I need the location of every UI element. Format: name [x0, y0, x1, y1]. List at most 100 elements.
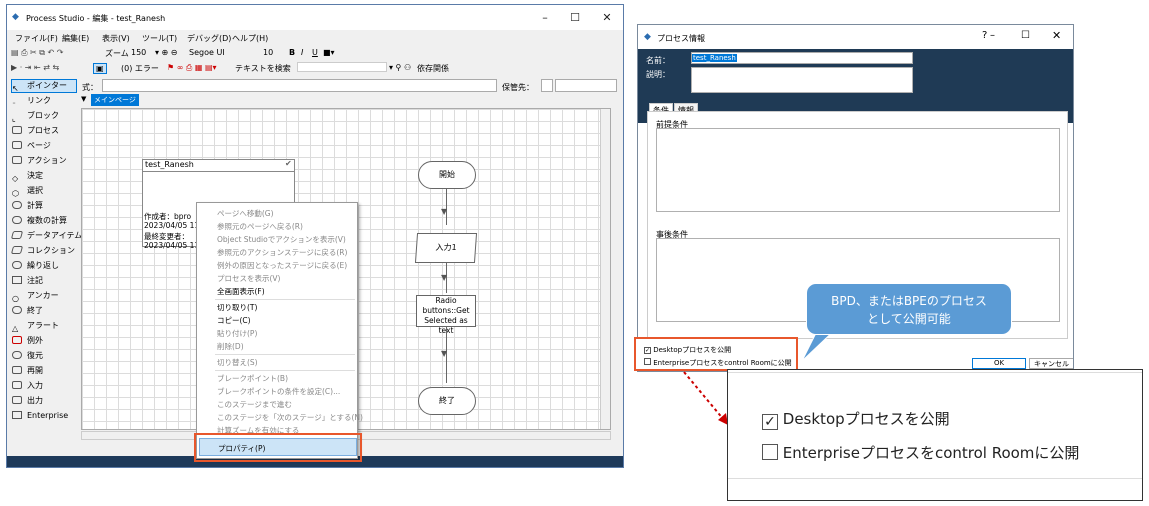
ctx-properties[interactable]: プロパティ(P)	[199, 438, 357, 456]
name-value: test_Ranesh	[692, 54, 737, 62]
tool-end[interactable]: 終了	[7, 303, 77, 318]
ctx-paste[interactable]: 貼り付け(P)	[217, 329, 258, 338]
maximize-button[interactable]: ☐	[1021, 30, 1030, 41]
tool-loop[interactable]: 繰り返し	[7, 258, 77, 273]
ctx-breakpoint-condition[interactable]: ブレークポイントの条件を設定(C)...	[217, 387, 341, 396]
minimize-button[interactable]: –	[990, 30, 995, 41]
menu-tools[interactable]: ツール(T)	[142, 34, 178, 43]
tool-input[interactable]: 入力	[7, 378, 77, 393]
tool-data-item[interactable]: データアイテム	[7, 228, 82, 243]
search-icon[interactable]: ▾ ⚲ ⚇	[389, 63, 412, 72]
tool-recover[interactable]: 復元	[7, 348, 77, 363]
desktop-option[interactable]: ✓ Desktopプロセスを公開	[644, 345, 731, 355]
italic-button[interactable]: I	[301, 48, 304, 57]
storage-input[interactable]	[555, 79, 617, 92]
tool-alert[interactable]: △アラート	[12, 321, 59, 333]
ctx-delete[interactable]: 削除(D)	[217, 342, 244, 351]
zoom-enterprise-option[interactable]: Enterpriseプロセスをcontrol Roomに公開	[762, 442, 1079, 463]
error-count[interactable]: (0) エラー	[121, 64, 159, 73]
font-size-select[interactable]: 10	[263, 48, 274, 57]
tool-enterprise[interactable]: Enterprise	[7, 408, 77, 423]
menu-file[interactable]: ファイル(F)	[15, 34, 58, 43]
vertical-scrollbar[interactable]	[600, 109, 610, 429]
flow-input[interactable]: 入力1	[414, 233, 478, 263]
ctx-switch[interactable]: 切り替え(S)	[217, 358, 258, 367]
zoom-enterprise-label: Enterpriseプロセスをcontrol Roomに公開	[782, 444, 1080, 462]
zoom-label: ズーム	[105, 49, 129, 58]
ctx-back-page[interactable]: 参照元のページへ戻る(R)	[217, 222, 303, 231]
tab-arrow-icon[interactable]: ▼	[81, 95, 87, 103]
callout-line: BPD、またはBPEのプロセス	[831, 294, 987, 308]
enterprise-option[interactable]: Enterpriseプロセスをcontrol Roomに公開	[644, 358, 792, 368]
flow-end[interactable]: 終了	[418, 387, 476, 415]
save-icon[interactable]: ▤ ⎙ ✂ ⧉ ↶ ↷	[11, 48, 64, 57]
tool-output[interactable]: 出力	[7, 393, 77, 408]
font-select[interactable]: Segoe UI	[189, 48, 225, 57]
ctx-fullscreen[interactable]: 全画面表示(F)	[217, 287, 265, 296]
ctx-show-action[interactable]: Object Studioでアクションを表示(V)	[217, 235, 346, 244]
tool-pointer-highlight	[11, 79, 77, 93]
ctx-show-process[interactable]: プロセスを表示(V)	[217, 274, 281, 283]
ctx-breakpoint[interactable]: ブレークポイント(B)	[217, 374, 288, 383]
close-button[interactable]: ✕	[1052, 29, 1062, 42]
tool-resume[interactable]: 再開	[7, 363, 77, 378]
tool-link[interactable]: ⁃リンク	[12, 96, 51, 108]
description-input[interactable]	[691, 67, 913, 93]
tool-calculation[interactable]: 計算	[7, 198, 77, 213]
flow-action[interactable]: Radio buttons::Get Selected as text	[416, 295, 476, 335]
tool-anchor[interactable]: ○アンカー	[12, 291, 59, 303]
name-input[interactable]: test_Ranesh	[691, 52, 913, 64]
ctx-run-to-stage[interactable]: このステージまで進む	[217, 400, 292, 409]
enterprise-checkbox[interactable]	[644, 358, 651, 365]
tool-page[interactable]: ページ	[7, 138, 77, 153]
tool-note[interactable]: 注記	[7, 273, 77, 288]
run-icon[interactable]: ▶ · ⇥ ⇤ ⇄ ⇆	[11, 63, 60, 72]
maximize-button[interactable]: ☐	[570, 11, 580, 24]
zoom-desktop-option[interactable]: ✓ Desktopプロセスを公開	[762, 408, 950, 430]
help-button[interactable]: ?	[982, 30, 988, 41]
color-picker-icon[interactable]: ■▾	[323, 48, 335, 57]
zoom-desktop-checkbox[interactable]: ✓	[762, 414, 778, 430]
tool-exception[interactable]: 例外	[7, 333, 77, 348]
tool-process[interactable]: プロセス	[7, 123, 77, 138]
search-input[interactable]	[297, 62, 387, 72]
tool-action[interactable]: アクション	[7, 153, 77, 168]
breakpoint-icon[interactable]: ⚑ ∞ ⎙ ▦ ▤▾	[167, 63, 217, 72]
tab-main-page[interactable]: メインページ	[91, 94, 139, 106]
tool-pointer[interactable]: ↖ポインター	[12, 81, 67, 93]
close-button[interactable]: ✕	[602, 11, 612, 24]
zoom-icon[interactable]: ▾ ⊕ ⊖	[155, 48, 178, 57]
ctx-copy[interactable]: コピー(C)	[217, 316, 251, 325]
precondition-input[interactable]	[656, 128, 1060, 212]
validate-icon[interactable]: ▣	[93, 63, 107, 74]
storage-checkbox[interactable]	[541, 79, 553, 92]
zoom-desktop-label: Desktopプロセスを公開	[782, 410, 950, 428]
bold-button[interactable]: B	[289, 48, 296, 57]
ctx-cut[interactable]: 切り取り(T)	[217, 303, 258, 312]
tool-collection[interactable]: コレクション	[7, 243, 77, 258]
zoom-value[interactable]: 150	[131, 48, 147, 57]
tool-block[interactable]: ⌞ブロック	[12, 111, 59, 123]
tool-decision[interactable]: ◇決定	[12, 171, 43, 183]
menu-debug[interactable]: デバッグ(D)	[187, 34, 232, 43]
tool-choice[interactable]: ⬡選択	[12, 186, 43, 198]
tool-multi-calc[interactable]: 複数の計算	[7, 213, 77, 228]
ctx-back-exception[interactable]: 例外の原因となったステージに戻る(E)	[217, 261, 348, 270]
ok-button[interactable]: OK	[972, 358, 1026, 369]
underline-button[interactable]: U	[312, 48, 318, 57]
menu-view[interactable]: 表示(V)	[102, 34, 130, 43]
precondition-label: 前提条件	[656, 120, 688, 129]
menu-edit[interactable]: 編集(E)	[62, 34, 90, 43]
formula-input[interactable]	[102, 79, 497, 92]
menu-help[interactable]: ヘルプ(H)	[232, 34, 269, 43]
ctx-set-next-stage[interactable]: このステージを「次のステージ」とする(N)	[217, 413, 363, 422]
dependencies-button[interactable]: 依存関係	[417, 64, 449, 73]
ctx-goto-page[interactable]: ページへ移動(G)	[217, 209, 274, 218]
flow-start[interactable]: 開始	[418, 161, 476, 189]
cancel-button[interactable]: キャンセル	[1029, 358, 1073, 369]
minimize-button[interactable]: –	[542, 11, 548, 24]
zoom-enterprise-checkbox[interactable]	[762, 444, 778, 460]
desktop-checkbox[interactable]: ✓	[644, 347, 651, 354]
ctx-calc-zoom[interactable]: 計算ズームを有効にする	[217, 426, 300, 435]
ctx-back-action[interactable]: 参照元のアクションステージに戻る(R)	[217, 248, 348, 257]
